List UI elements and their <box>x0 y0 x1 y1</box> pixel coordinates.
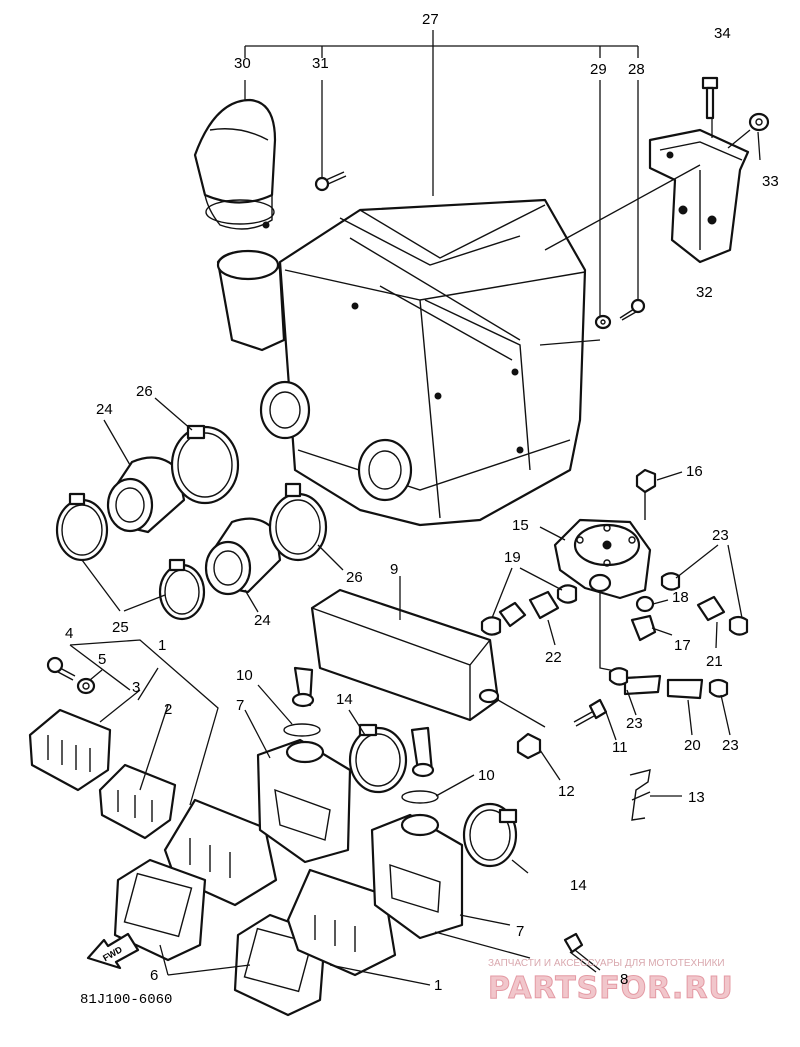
washer-29-icon <box>594 314 612 330</box>
wire-clip-13-icon <box>629 769 651 821</box>
label-28: 28 <box>628 61 645 78</box>
label-33: 33 <box>762 173 779 190</box>
label-24-upper: 24 <box>96 401 113 418</box>
hose-clip-19-b <box>556 584 578 604</box>
forward-direction-arrow <box>86 932 140 970</box>
label-4: 4 <box>65 625 73 642</box>
label-19: 19 <box>504 549 521 566</box>
hose-21 <box>696 595 726 622</box>
label-16: 16 <box>686 463 703 480</box>
watermark-brand: PARTSFOR.RU <box>488 971 734 1006</box>
label-10-upper: 10 <box>236 667 253 684</box>
watermark: ЗАПЧАСТИ И АКСЕССУАРЫ ДЛЯ МОТОТЕХНИКИ PA… <box>488 958 734 1007</box>
label-15: 15 <box>512 517 529 534</box>
bolt-8-icon <box>563 932 601 973</box>
reed-valve-manifold-7-left <box>256 738 352 864</box>
label-8: 8 <box>620 971 628 988</box>
label-23-mid: 23 <box>626 715 643 732</box>
o-ring-10-right <box>401 790 439 804</box>
intake-duct <box>193 98 277 230</box>
mounting-bracket <box>648 128 750 264</box>
label-10-lower: 10 <box>478 767 495 784</box>
label-1-upper: 1 <box>158 637 166 654</box>
hose-clip-23-lower-b <box>708 678 729 698</box>
label-3: 3 <box>132 679 140 696</box>
label-18: 18 <box>672 589 689 606</box>
label-31: 31 <box>312 55 329 72</box>
label-5: 5 <box>98 651 106 668</box>
hose-clamp-25-upper <box>55 492 109 562</box>
nut-12-icon <box>516 732 542 760</box>
intake-joint-upper <box>106 456 186 534</box>
label-2: 2 <box>164 701 172 718</box>
hose-clip-23-upper-a <box>660 572 681 591</box>
label-25: 25 <box>112 619 129 636</box>
bolt-28-icon <box>619 298 646 321</box>
label-29: 29 <box>590 61 607 78</box>
label-6: 6 <box>150 967 158 984</box>
label-34: 34 <box>714 25 731 42</box>
diagram-code: 81J100-6060 <box>80 992 172 1008</box>
watermark-tagline: ЗАПЧАСТИ И АКСЕССУАРЫ ДЛЯ МОТОТЕХНИКИ <box>488 958 725 969</box>
air-box <box>278 198 587 527</box>
label-7-upper: 7 <box>236 697 244 714</box>
label-14-upper: 14 <box>336 691 353 708</box>
label-7-lower: 7 <box>516 923 524 940</box>
label-12: 12 <box>558 783 575 800</box>
label-14-lower: 14 <box>570 877 587 894</box>
hose-clamp-26-lower <box>268 482 328 562</box>
air-box-outlet-ports <box>259 380 413 502</box>
hose-clamp-26-upper <box>170 424 240 505</box>
label-9: 9 <box>390 561 398 578</box>
reed-valve-assembly-left <box>28 708 397 1017</box>
part-number-labels: 27 30 31 29 28 34 33 32 26 24 26 24 25 9… <box>65 11 779 994</box>
label-32: 32 <box>696 284 713 301</box>
label-26-lower: 26 <box>346 569 363 586</box>
group-bracket-27 <box>244 30 639 318</box>
hose-clamp-25-lower <box>158 558 206 621</box>
bolt-4-icon <box>46 656 76 681</box>
hose-22 <box>498 590 560 628</box>
o-ring-10-left <box>283 723 321 737</box>
bolt-11-icon <box>573 698 608 727</box>
label-27: 27 <box>422 11 439 28</box>
bolt-34-icon <box>701 76 719 120</box>
bolt-31-icon <box>314 171 347 192</box>
label-11: 11 <box>612 739 628 756</box>
label-30: 30 <box>234 55 251 72</box>
reed-valve-manifold-7-right <box>370 813 464 940</box>
oil-pump <box>553 518 652 600</box>
hose-clamp-14-left <box>348 723 408 794</box>
label-21: 21 <box>706 653 723 670</box>
label-23-upper: 23 <box>712 527 729 544</box>
hose-clip-23-upper-b <box>728 615 749 636</box>
label-17: 17 <box>674 637 691 654</box>
label-24-lower: 24 <box>254 612 271 629</box>
label-22: 22 <box>545 649 562 666</box>
hose-clamp-14-right <box>462 802 518 868</box>
label-13: 13 <box>688 789 705 806</box>
nut-33-icon <box>748 112 770 132</box>
hose-clip-19-a <box>480 616 502 636</box>
intake-silencer-box <box>291 588 500 778</box>
hose-20 <box>623 674 704 700</box>
bolt-16-icon <box>635 468 657 520</box>
label-23-lower: 23 <box>722 737 739 754</box>
washer-5-icon <box>76 677 96 695</box>
label-26-upper: 26 <box>136 383 153 400</box>
hose-clip-23-lower-a <box>608 667 629 686</box>
label-1-lower: 1 <box>434 977 442 994</box>
label-20: 20 <box>684 737 701 754</box>
washer-18-icon <box>635 595 655 613</box>
air-box-intake-tube <box>216 249 286 352</box>
plug-17-icon <box>630 614 657 642</box>
intake-joint-lower <box>204 517 282 596</box>
